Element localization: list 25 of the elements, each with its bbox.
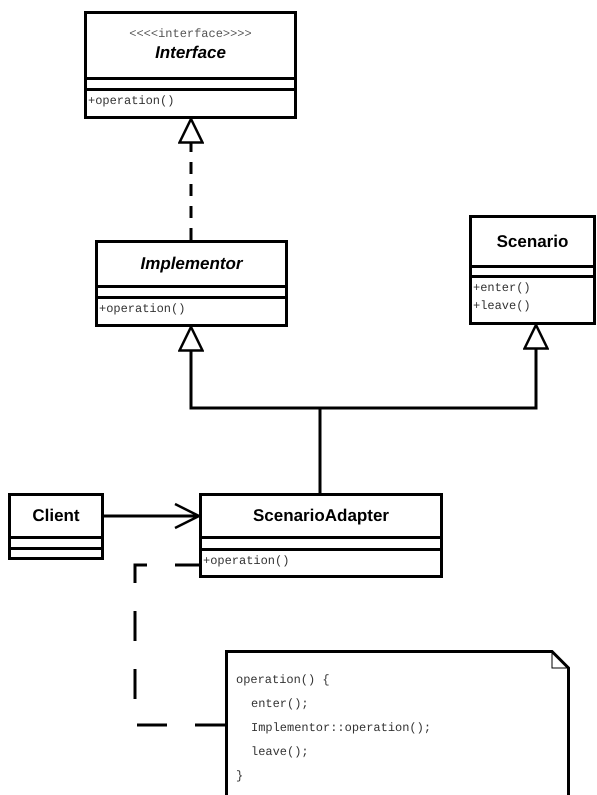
method-label: +operation() xyxy=(99,301,186,318)
class-name: Implementor xyxy=(140,253,243,275)
arrow xyxy=(318,324,549,493)
arrow xyxy=(104,502,200,530)
code-line: Implementor::operation(); xyxy=(250,720,432,737)
note xyxy=(225,650,570,795)
class-box xyxy=(469,215,596,325)
method-label: +leave() xyxy=(473,298,532,315)
class-box xyxy=(95,240,288,327)
class-name: Interface xyxy=(155,42,226,64)
method-label: +operation() xyxy=(203,553,290,570)
class-box xyxy=(84,11,297,119)
class-name: Scenario xyxy=(496,230,568,252)
code-line: } xyxy=(236,768,244,785)
arrow xyxy=(178,118,204,240)
class-box xyxy=(199,493,443,578)
method-label: +operation() xyxy=(88,93,176,110)
stereotype-label: <<<<interface>>>> xyxy=(129,27,252,42)
code-line: operation() { xyxy=(236,672,331,689)
class-name: ScenarioAdapter xyxy=(252,505,390,527)
method-label: +enter() xyxy=(473,280,532,297)
code-line: leave(); xyxy=(250,744,310,761)
code-line: enter(); xyxy=(250,696,310,713)
class-box xyxy=(8,493,104,560)
class-name: Client xyxy=(32,505,80,527)
